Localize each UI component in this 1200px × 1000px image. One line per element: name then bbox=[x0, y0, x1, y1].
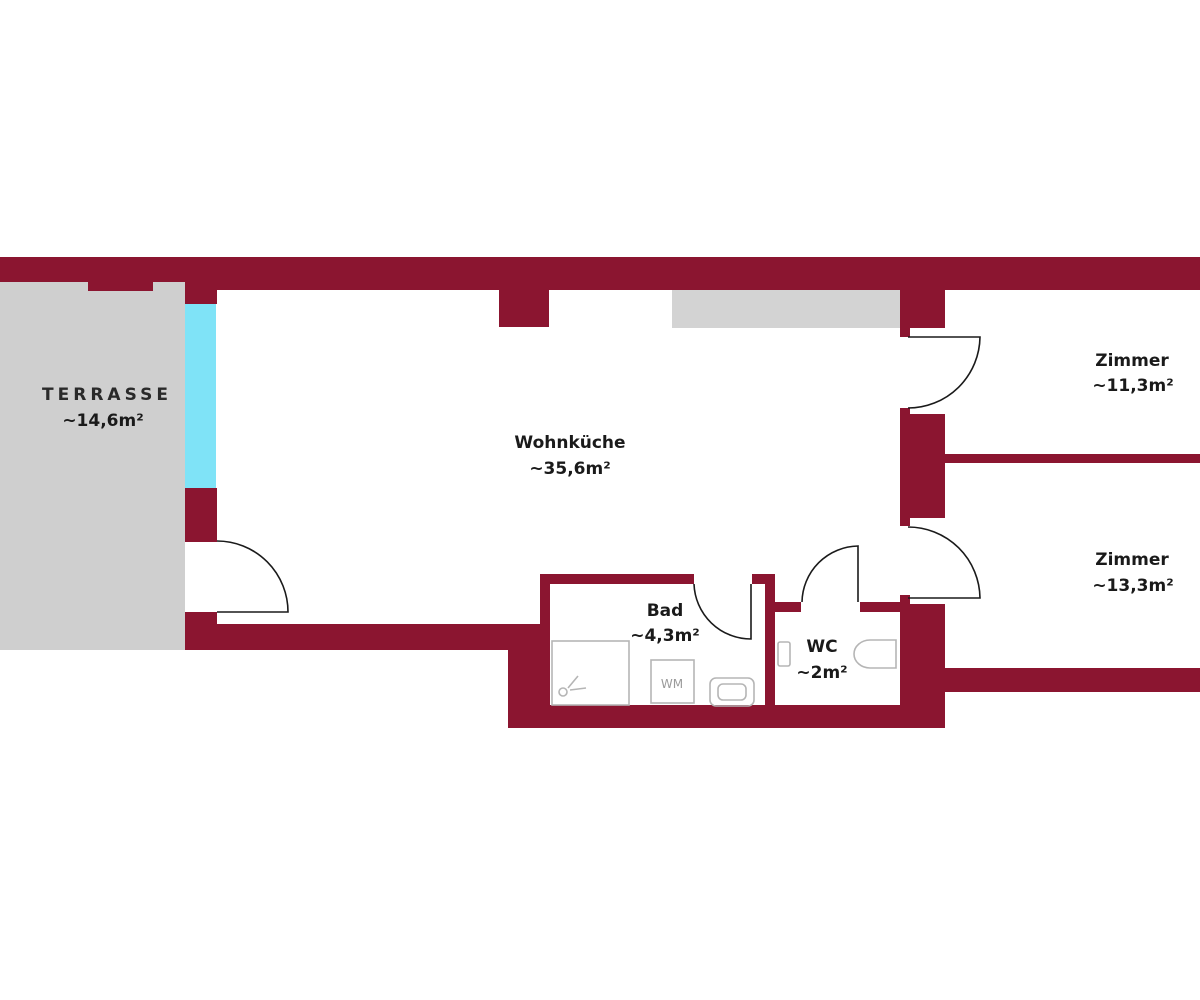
zimmer1-name: Zimmer bbox=[1095, 351, 1169, 371]
washing-machine-icon: WM bbox=[650, 659, 695, 704]
wc-area: ~2m² bbox=[796, 663, 847, 683]
bad-name: Bad bbox=[647, 601, 684, 621]
wohnkueche-name: Wohnküche bbox=[514, 433, 625, 453]
walls bbox=[0, 257, 1200, 728]
zimmer1-area: ~11,3m² bbox=[1092, 376, 1173, 396]
bad-area: ~4,3m² bbox=[630, 626, 700, 646]
wohnkueche-area: ~35,6m² bbox=[529, 459, 610, 479]
washing-machine-label: WM bbox=[661, 677, 683, 691]
doors bbox=[216, 336, 981, 640]
terrasse-area: ~14,6m² bbox=[62, 411, 143, 431]
zimmer2-name: Zimmer bbox=[1095, 550, 1169, 570]
toilet-icon bbox=[777, 639, 897, 669]
shower-icon bbox=[551, 640, 630, 706]
terrace-area bbox=[0, 282, 185, 650]
zimmer2-area: ~13,3m² bbox=[1092, 576, 1173, 596]
terrasse-name: TERRASSE bbox=[42, 385, 172, 405]
kitchen-counter bbox=[672, 284, 900, 328]
terrace-window bbox=[185, 304, 216, 488]
sink-icon bbox=[709, 677, 755, 707]
wc-name: WC bbox=[806, 637, 837, 657]
